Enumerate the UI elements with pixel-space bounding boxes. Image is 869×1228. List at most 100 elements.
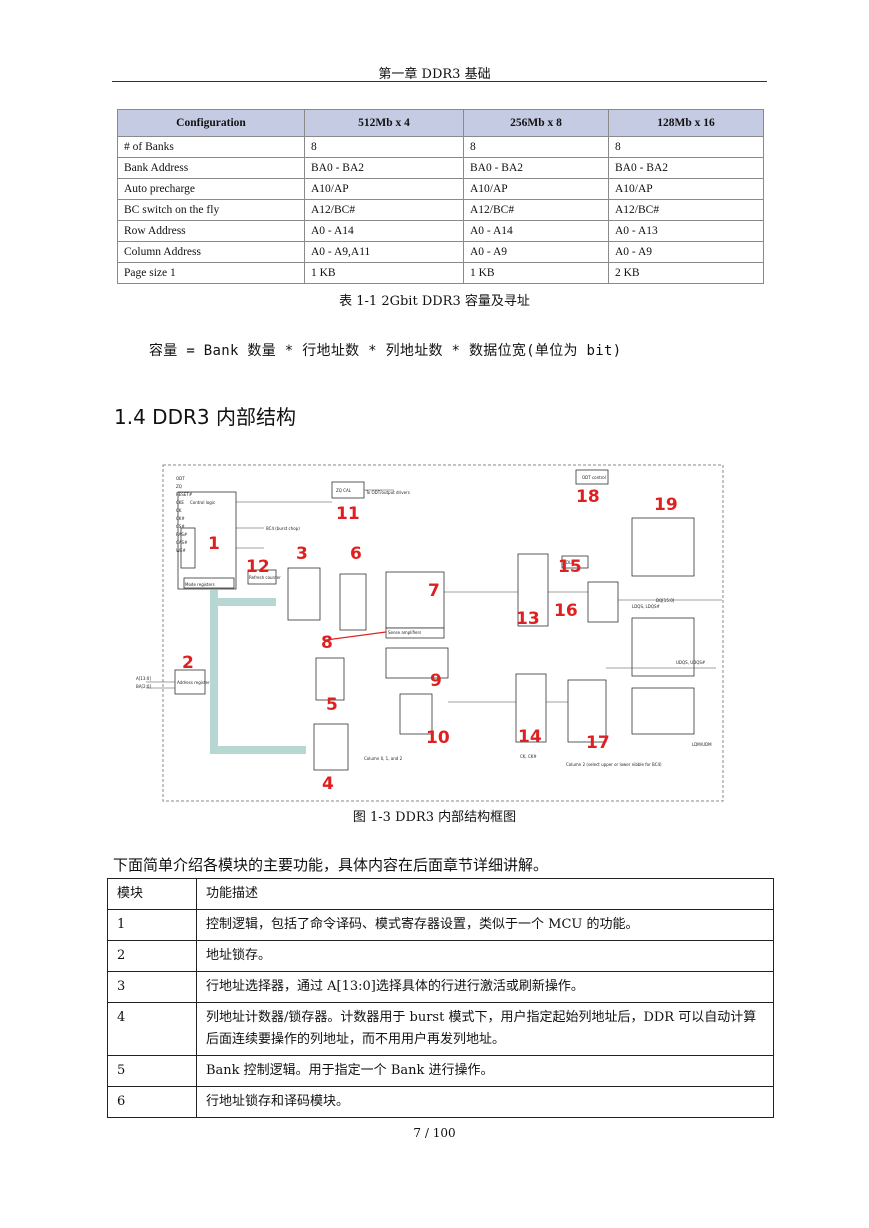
table-cell: 8 (463, 136, 609, 158)
intro-text: 下面简单介绍各模块的主要功能，具体内容在后面章节详细讲解。 (113, 856, 549, 874)
table-cell: 行地址锁存和译码模块。 (196, 1086, 774, 1118)
pin-label: CK (176, 508, 182, 513)
pin-label: RESET# (176, 492, 193, 497)
pin-label: UDQS, UDQS# (676, 660, 706, 665)
table-cell: Auto precharge (117, 178, 305, 200)
pin-label: BA[2:0] (136, 684, 151, 689)
diagram-label-15: 15 (558, 557, 582, 577)
figure-caption: 图 1-3 DDR3 内部结构框图 (352, 810, 517, 825)
dll-block (561, 555, 589, 569)
table-cell: 功能描述 (196, 878, 774, 910)
diagram-label-6: 6 (350, 544, 362, 564)
table-cell: A12/BC# (608, 199, 764, 221)
address-bus-arrow (210, 590, 306, 754)
dm-block (631, 687, 695, 735)
pin-label: A[13:0] (136, 676, 151, 681)
table-cell: # of Banks (117, 136, 305, 158)
ddr3-block-diagram: ODT ZQ RESET# CKE CK CK# CS# RAS# CAS# W… (136, 464, 724, 802)
table-cell: 模块 (107, 878, 197, 910)
command-decode-block (180, 527, 196, 569)
column-decoder-block (399, 693, 433, 735)
table-cell: 地址锁存。 (196, 940, 774, 972)
table-cell: A0 - A9 (608, 241, 764, 263)
write-drivers-block (567, 679, 607, 743)
diagram-label-7: 7 (428, 581, 440, 601)
config-header-cell: 512Mb x 4 (304, 109, 464, 137)
block-label: ZQ CAL (336, 488, 352, 493)
table-row: 4 列地址计数器/锁存器。计数器用于 burst 模式下，用户指定起始列地址后，… (107, 1002, 774, 1056)
header-rule (112, 81, 767, 82)
diagram-label-19: 19 (654, 495, 678, 515)
diagram-label-5: 5 (326, 695, 338, 715)
pin-label: WE# (176, 548, 186, 553)
config-header-cell: 128Mb x 16 (608, 109, 764, 137)
column-address-counter-block (313, 723, 349, 771)
table-cell: 1 KB (463, 262, 609, 284)
diagram-label-17: 17 (586, 733, 610, 753)
diagram-label-10: 10 (426, 728, 450, 748)
row-address-mux-block (287, 567, 321, 621)
mode-registers-block (183, 577, 235, 589)
table-cell: A0 - A13 (608, 220, 764, 242)
diagram-label-2: 2 (182, 653, 194, 673)
config-header-row: Configuration 512Mb x 4 256Mb x 8 128Mb … (117, 109, 764, 137)
pin-label: ODT (176, 476, 185, 481)
note-label: BC4 (burst chop) (266, 526, 300, 531)
table-cell: A10/AP (463, 178, 609, 200)
pin-label: CK# (176, 516, 185, 521)
table-row: 6 行地址锁存和译码模块。 (107, 1086, 774, 1118)
block-label: DLL (566, 560, 574, 565)
note-label: To ODT/output drivers (365, 490, 410, 495)
page-number: 7 / 100 (413, 1126, 456, 1140)
table-row: 3 行地址选择器，通过 A[13:0]选择具体的行进行激活或刷新操作。 (107, 971, 774, 1003)
table-cell: A0 - A9 (463, 241, 609, 263)
table-caption: 表 1-1 2Gbit DDR3 容量及寻址 (339, 294, 530, 309)
note-label: CK, CK# (520, 754, 537, 759)
diagram-label-11: 11 (336, 504, 360, 524)
table-cell: 1 (107, 909, 197, 941)
table-row: 5 Bank 控制逻辑。用于指定一个 Bank 进行操作。 (107, 1055, 774, 1087)
diagram-label-14: 14 (518, 727, 542, 747)
config-header-cell: 256Mb x 8 (463, 109, 609, 137)
dqs-block (631, 617, 695, 677)
diagram-label-13: 13 (516, 609, 540, 629)
config-table: Configuration 512Mb x 4 256Mb x 8 128Mb … (117, 109, 764, 284)
diagram-border (162, 464, 724, 802)
diagram-label-8: 8 (321, 633, 333, 653)
io-gating-block (385, 647, 449, 679)
block-label: Address register (177, 680, 210, 685)
diagram-label-9: 9 (430, 671, 442, 691)
table-row: 2 地址锁存。 (107, 940, 774, 972)
pin-label: ZQ (176, 484, 182, 489)
table-cell: BA0 - BA2 (608, 157, 764, 179)
table-cell: 行地址选择器，通过 A[13:0]选择具体的行进行激活或刷新操作。 (196, 971, 774, 1003)
table-cell: 8 (304, 136, 464, 158)
table-cell: 2 (107, 940, 197, 972)
note-label: Column 0, 1, and 2 (364, 756, 403, 761)
block-label: Sense amplifiers (388, 630, 421, 635)
table-cell: 3 (107, 971, 197, 1003)
pin-label: CAS# (176, 540, 188, 545)
table-cell: A12/BC# (463, 199, 609, 221)
diagram-label-12: 12 (246, 557, 270, 577)
table-cell: 6 (107, 1086, 197, 1118)
table-cell: BC switch on the fly (117, 199, 305, 221)
section-title: 1.4 DDR3 内部结构 (114, 405, 296, 429)
table-cell: BA0 - BA2 (304, 157, 464, 179)
table-cell: Column Address (117, 241, 305, 263)
block-label: Refresh counter (249, 575, 281, 580)
table-cell: A12/BC# (304, 199, 464, 221)
dqs-block (631, 517, 695, 577)
bank-row-decoder-block (339, 573, 367, 631)
table-cell: 控制逻辑，包括了命令译码、模式寄存器设置，类似于一个 MCU 的功能。 (196, 909, 774, 941)
config-header-cell: Configuration (117, 109, 305, 137)
bank-control-logic-block (315, 657, 345, 701)
memory-array-block (385, 571, 445, 629)
pin-label: DQ[15:0] (656, 598, 675, 603)
pin-label: CS# (176, 524, 185, 529)
table-cell: A0 - A14 (463, 220, 609, 242)
